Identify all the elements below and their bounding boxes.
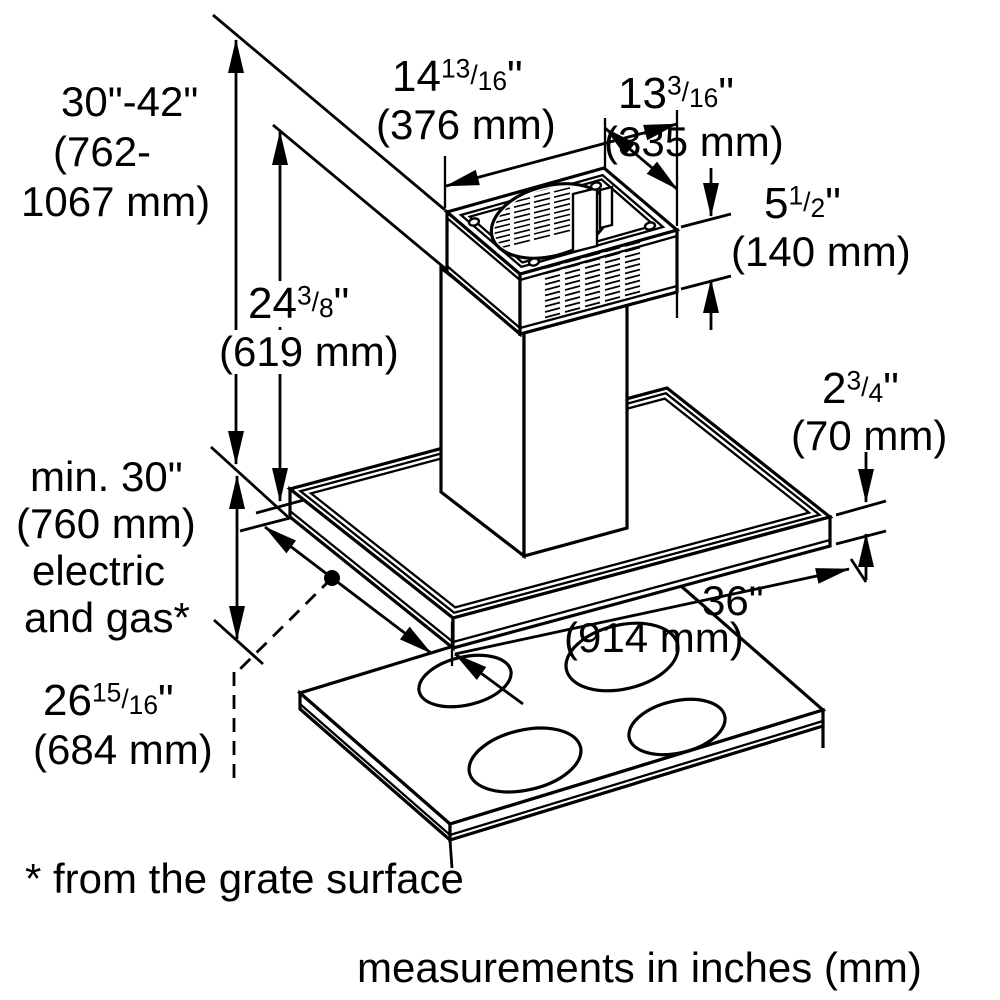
- label-min-clearance-4: and gas*: [24, 594, 190, 641]
- label-top-width-metric: (376 mm): [376, 101, 556, 148]
- chimney-body: [439, 264, 629, 560]
- dashed-leader: [236, 577, 333, 673]
- label-upper-section-height: 51/2": [764, 179, 841, 228]
- tick: [680, 212, 732, 229]
- tick: [239, 516, 291, 533]
- tick: [255, 498, 305, 515]
- chimney-top-section: [443, 166, 681, 338]
- dim-canopy-depth: [264, 525, 432, 655]
- mounting-hole: [467, 217, 481, 227]
- damper-bracket: [571, 186, 599, 254]
- tick: [210, 445, 289, 519]
- label-canopy-width: 36": [702, 577, 764, 624]
- extension-line: [212, 13, 446, 212]
- footnote: * from the grate surface: [25, 855, 464, 902]
- burner-front-middle: [467, 726, 583, 794]
- label-chimney-height: 243/8": [245, 281, 353, 327]
- label-min-clearance-3: electric: [32, 547, 166, 594]
- dim-top-depth: [604, 126, 678, 191]
- vent-louvers: [544, 241, 641, 319]
- label-top-depth: 133/16": [618, 69, 734, 118]
- tick: [849, 558, 868, 583]
- label-canopy-width-metric: (914 mm): [564, 614, 744, 661]
- footnote-leader-line: [448, 839, 454, 869]
- tick: [680, 274, 732, 291]
- label-canopy-depth-metric: (684 mm): [30, 728, 216, 772]
- label-height-range-3: 1067 mm): [18, 180, 214, 224]
- burner-right: [627, 697, 727, 757]
- dim-canopy-width: [454, 567, 850, 656]
- label-chimney-height-metric: (619 mm): [216, 330, 402, 374]
- label-min-clearance-1: min. 30": [30, 453, 183, 500]
- label-min-clearance-2: (760 mm): [16, 500, 196, 547]
- burner-back-middle: [564, 621, 680, 693]
- label-upper-section-height-metric: (140 mm): [731, 228, 911, 275]
- label-canopy-thickness: 23/4": [822, 364, 899, 413]
- mounting-hole: [643, 221, 657, 231]
- extension-line: [272, 123, 448, 272]
- tick: [835, 529, 887, 546]
- tick: [213, 618, 264, 666]
- tick: [835, 499, 887, 517]
- mounting-hole: [527, 257, 541, 267]
- label-canopy-depth: 2615/16": [40, 678, 177, 724]
- label-top-depth-metric: (335 mm): [604, 118, 784, 165]
- dimension-lines: [210, 13, 887, 780]
- dim-canopy-width-arrow: [454, 652, 524, 706]
- label-height-range-1: 30"-42": [58, 80, 202, 124]
- units-note: measurements in inches (mm): [357, 944, 922, 991]
- label-height-range-2: (762-: [50, 130, 155, 174]
- label-canopy-thickness-metric: (70 mm): [791, 412, 948, 459]
- label-top-width: 1413/16": [392, 52, 523, 101]
